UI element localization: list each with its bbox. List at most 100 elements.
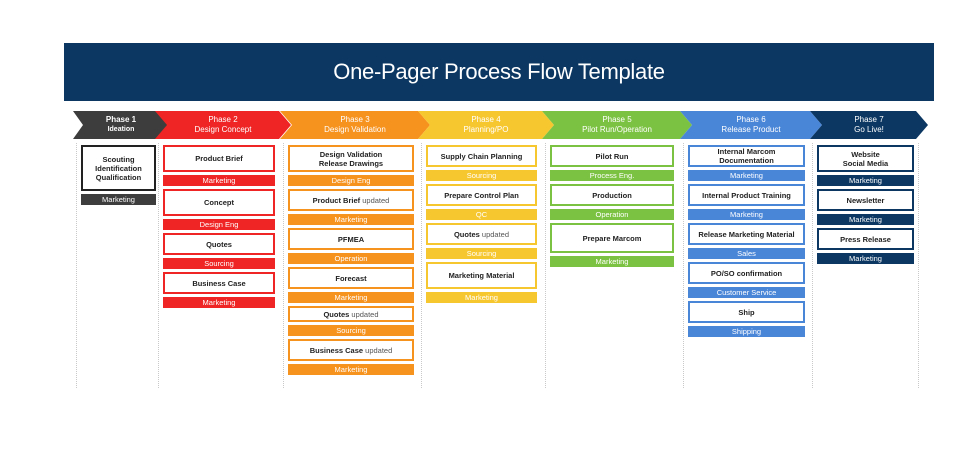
phase-name: Release Product	[721, 125, 781, 134]
phase-label: Phase 4	[471, 115, 501, 124]
task-box: Business Case	[163, 272, 275, 294]
task-title: Qualification	[95, 172, 142, 182]
task-title: Business Case updated	[309, 345, 393, 355]
task-title: Ship	[738, 307, 755, 317]
task-title: Product Brief updated	[312, 195, 390, 205]
task-title: Product Brief	[195, 154, 243, 163]
phase-name: Design Concept	[194, 125, 252, 134]
task-box: Press Release	[817, 228, 914, 250]
owner-badge: Operation	[288, 253, 414, 264]
task-title: Newsletter	[846, 195, 885, 205]
phase-name: Design Validation	[324, 125, 386, 134]
task-box: Quotes updated	[288, 306, 414, 322]
task-box: Marketing Material	[426, 262, 537, 289]
task-box: Supply Chain Planning	[426, 145, 537, 167]
task-box: Business Case updated	[288, 339, 414, 361]
task-title: Release Marketing Material	[698, 229, 795, 239]
owner-badge: Marketing	[288, 214, 414, 225]
owner-badge: Marketing	[688, 209, 805, 220]
owner-badge: QC	[426, 209, 537, 220]
task-title: PO/SO confirmation	[710, 268, 783, 278]
task-box: Production	[550, 184, 674, 206]
task-updated-note: updated	[349, 309, 379, 319]
owner-badge: Marketing	[288, 364, 414, 375]
task-box: Prepare Marcom	[550, 223, 674, 253]
task-title: Concept	[204, 198, 234, 207]
task-title: Marketing Material	[448, 271, 515, 280]
task-box: PO/SO confirmation	[688, 262, 805, 284]
owner-badge: Shipping	[688, 326, 805, 337]
task-title: Release Drawings	[318, 158, 384, 168]
phase-label: Phase 5	[602, 115, 632, 124]
owner-badge: Marketing	[163, 175, 275, 186]
task-title: Design Validation	[319, 149, 383, 159]
task-title: Website	[851, 149, 880, 159]
owner-badge: Marketing	[288, 292, 414, 303]
task-title: Documentation	[719, 156, 774, 165]
task-box: Concept	[163, 189, 275, 216]
task-box: PFMEA	[288, 228, 414, 250]
task-title: Production	[592, 190, 632, 200]
task-title: Internal Product Training	[702, 190, 791, 200]
owner-badge: Marketing	[817, 214, 914, 225]
task-box: Quotes	[163, 233, 275, 255]
owner-badge: Marketing	[688, 170, 805, 181]
owner-badge: Marketing	[817, 175, 914, 186]
owner-badge: Sourcing	[426, 170, 537, 181]
owner-badge: Sourcing	[426, 248, 537, 259]
phase-name: Planning/PO	[463, 125, 509, 134]
task-box: Quotes updated	[426, 223, 537, 245]
owner-badge: Marketing	[81, 194, 156, 205]
task-title: Prepare Marcom	[582, 233, 642, 243]
task-box: Pilot Run	[550, 145, 674, 167]
task-title: Pilot Run	[595, 151, 629, 161]
owner-badge: Sales	[688, 248, 805, 259]
task-box: Internal Product Training	[688, 184, 805, 206]
owner-badge: Design Eng	[288, 175, 414, 186]
task-title: Scouting	[102, 154, 135, 164]
phase-label: Phase 2	[208, 115, 238, 124]
owner-badge: Sourcing	[163, 258, 275, 269]
task-title: Identification	[95, 163, 142, 173]
task-title: Social Media	[842, 158, 889, 168]
phase-label: Phase 7	[854, 115, 884, 124]
phase-name: Ideation	[107, 126, 135, 133]
task-title: Internal Marcom	[717, 147, 776, 156]
phase-label: Phase 6	[736, 115, 766, 124]
owner-badge: Process Eng.	[550, 170, 674, 181]
owner-badge: Marketing	[163, 297, 275, 308]
owner-badge: Operation	[550, 209, 674, 220]
task-box: Forecast	[288, 267, 414, 289]
task-title: Quotes	[206, 239, 232, 249]
phase-name: Pilot Run/Operation	[582, 125, 652, 134]
owner-badge: Sourcing	[288, 325, 414, 336]
task-title: PFMEA	[337, 234, 365, 244]
task-box: Product Brief updated	[288, 189, 414, 211]
task-updated-note: updated	[360, 195, 390, 205]
task-title: Prepare Control Plan	[444, 190, 519, 200]
phase-name: Go Live!	[854, 125, 884, 134]
owner-badge: Marketing	[426, 292, 537, 303]
task-box: Prepare Control Plan	[426, 184, 537, 206]
task-title: Business Case	[192, 278, 246, 288]
owner-badge: Marketing	[817, 253, 914, 264]
task-title: Quotes updated	[453, 229, 510, 239]
task-title: Forecast	[335, 273, 367, 283]
task-box: Product Brief	[163, 145, 275, 172]
